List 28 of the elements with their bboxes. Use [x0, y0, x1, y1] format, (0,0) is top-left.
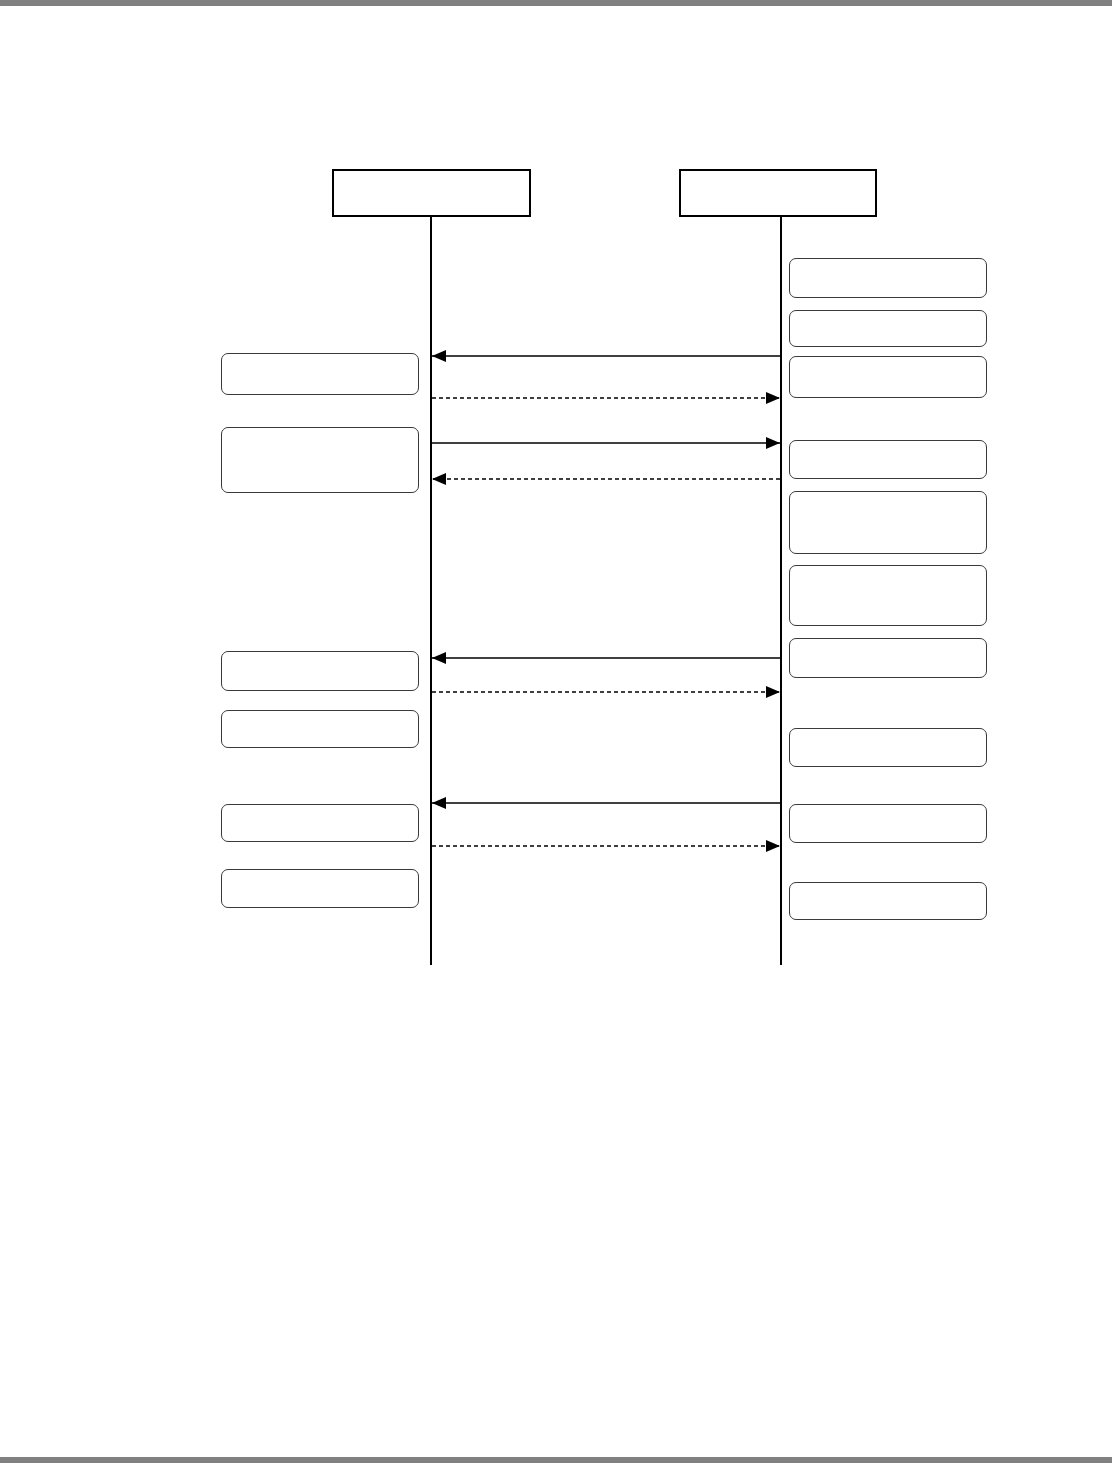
- message-arrow: [431, 652, 781, 664]
- process-box: [221, 710, 419, 748]
- lifeline-header-box: [679, 169, 877, 217]
- reply-arrow: [431, 840, 781, 852]
- lifeline: [780, 217, 782, 965]
- message-arrow: [431, 350, 781, 362]
- process-box: [221, 869, 419, 908]
- process-box: [789, 356, 987, 398]
- process-box: [221, 804, 419, 842]
- reply-arrow: [431, 473, 781, 485]
- lifeline: [430, 217, 432, 965]
- process-box: [789, 804, 987, 843]
- process-box: [789, 491, 987, 554]
- process-box: [789, 638, 987, 678]
- message-arrow: [431, 797, 781, 809]
- process-box: [789, 310, 987, 347]
- lifeline-header-box: [332, 169, 531, 217]
- reply-arrow: [431, 686, 781, 698]
- process-box: [221, 427, 419, 493]
- process-box: [789, 882, 987, 920]
- process-box: [789, 565, 987, 626]
- process-box: [789, 728, 987, 767]
- process-box: [789, 440, 987, 479]
- reply-arrow: [431, 392, 781, 404]
- process-box: [221, 353, 419, 395]
- message-arrow: [431, 437, 781, 449]
- process-box: [789, 258, 987, 298]
- process-box: [221, 651, 419, 691]
